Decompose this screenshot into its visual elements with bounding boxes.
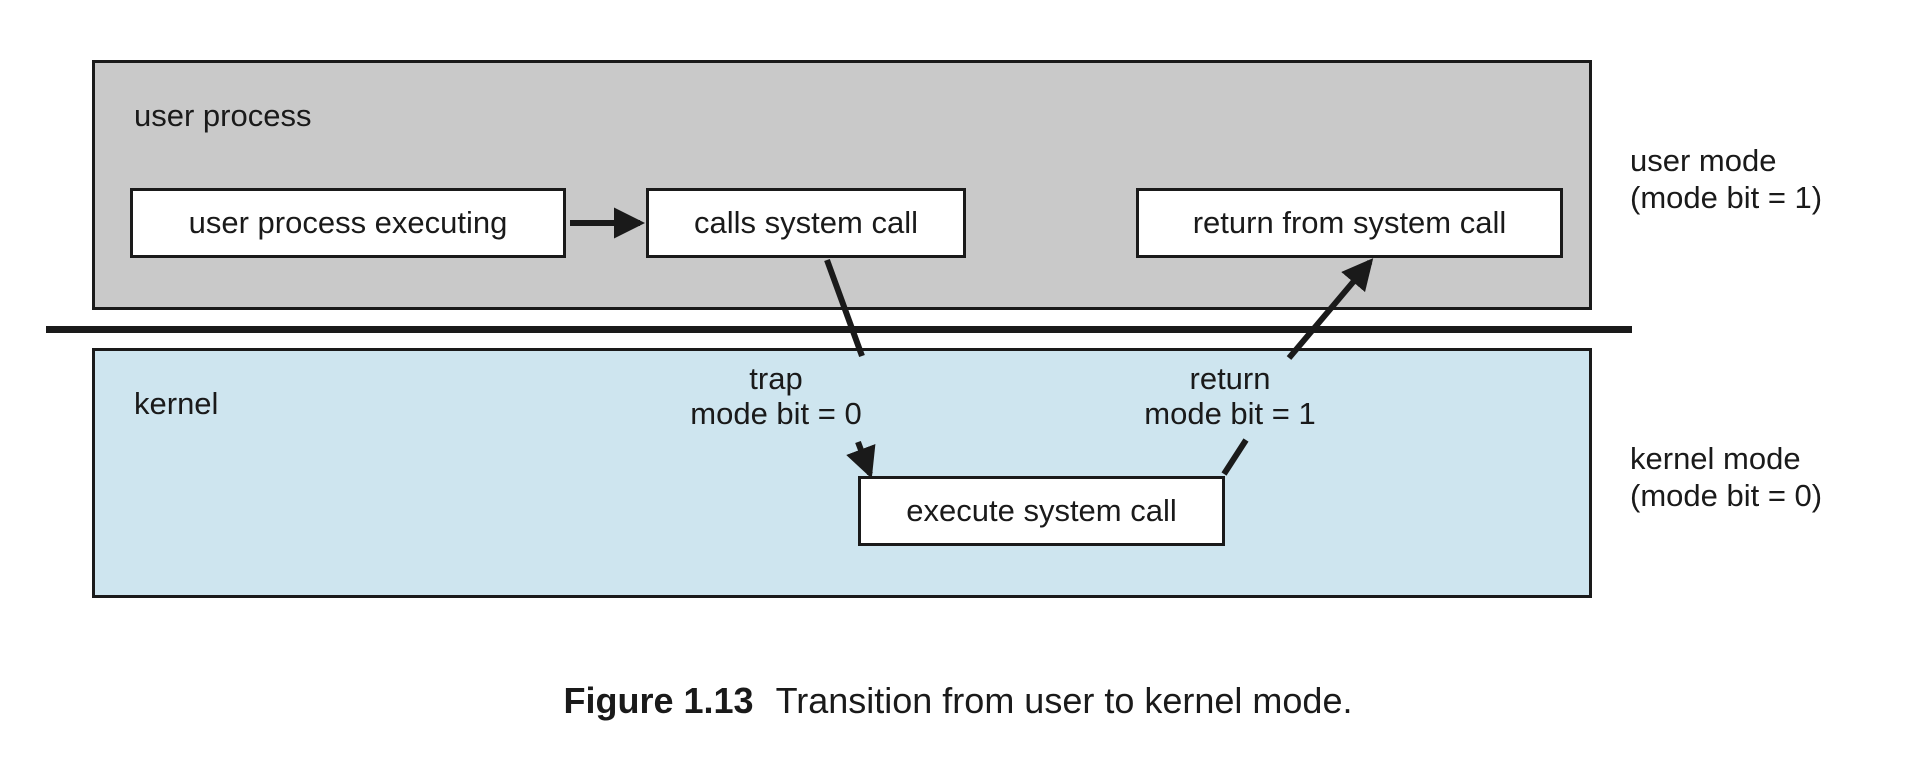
figure-caption: Figure 1.13 Transition from user to kerne… — [0, 680, 1916, 722]
return-annotation: return mode bit = 1 — [1100, 361, 1360, 431]
user-mode-band — [92, 60, 1592, 310]
box-execute-system-call: execute system call — [858, 476, 1225, 546]
return-annotation-line1: return — [1189, 361, 1271, 396]
mode-boundary-divider — [46, 326, 1632, 333]
box-return-from-system-call: return from system call — [1136, 188, 1563, 258]
kernel-mode-band — [92, 348, 1592, 598]
trap-annotation: trap mode bit = 0 — [646, 361, 906, 431]
trap-annotation-line2: mode bit = 0 — [690, 395, 862, 431]
user-mode-side-label-line1: user mode — [1630, 143, 1777, 178]
user-mode-side-label: user mode (mode bit = 1) — [1630, 142, 1822, 216]
figure-caption-text: Transition from user to kernel mode. — [775, 680, 1353, 721]
kernel-mode-side-label: kernel mode (mode bit = 0) — [1630, 440, 1822, 514]
figure-caption-number: Figure 1.13 — [563, 680, 754, 721]
user-process-band-label: user process — [134, 98, 312, 133]
return-annotation-line2: mode bit = 1 — [1144, 395, 1316, 431]
kernel-band-label: kernel — [134, 386, 219, 421]
box-user-process-executing: user process executing — [130, 188, 566, 258]
trap-annotation-line1: trap — [749, 361, 803, 396]
kernel-mode-side-label-line2: (mode bit = 0) — [1630, 478, 1823, 514]
box-calls-system-call: calls system call — [646, 188, 966, 258]
user-mode-side-label-line2: (mode bit = 1) — [1630, 180, 1823, 216]
kernel-mode-side-label-line1: kernel mode — [1630, 441, 1801, 476]
